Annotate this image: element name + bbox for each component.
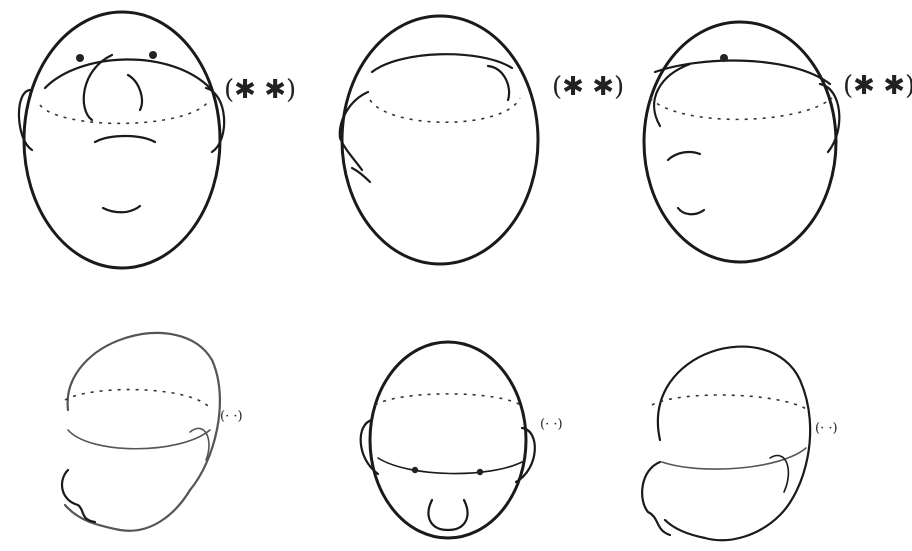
nose-profile	[62, 470, 95, 522]
head-three-quarter-down-left: (· ·)	[642, 347, 837, 541]
pose-label: (✱ ✱)	[843, 71, 912, 101]
head-profile-up: (✱ ✱)	[340, 16, 624, 264]
nose-shape	[429, 500, 468, 530]
equator-line	[40, 102, 208, 123]
head-three-quarter-down: (· ·)	[62, 333, 243, 531]
marker-dot	[720, 54, 728, 62]
head-band	[378, 458, 522, 474]
head-band	[68, 430, 210, 449]
pose-label: (✱ ✱)	[552, 72, 624, 102]
head-front-down: (· ·)	[361, 342, 563, 538]
marker-dot	[412, 467, 418, 473]
head-outline	[65, 333, 220, 531]
head-outline	[658, 347, 810, 541]
equator-line	[65, 390, 210, 408]
head-three-quarter-up: (✱ ✱)	[644, 22, 912, 262]
equator-line	[652, 395, 808, 410]
brow-line	[668, 152, 700, 160]
head-outline	[370, 342, 526, 538]
mouth-line	[678, 208, 704, 214]
marker-dot	[477, 469, 483, 475]
pose-label: (· ·)	[540, 417, 563, 432]
pose-label: (✱ ✱)	[224, 75, 296, 105]
nose-right-edge	[128, 75, 142, 110]
nose-edge	[654, 64, 690, 126]
head-band	[372, 54, 512, 72]
head-outline	[24, 12, 220, 268]
head-front-up: (✱ ✱)	[19, 12, 296, 268]
pose-label: (· ·)	[815, 421, 838, 436]
equator-line	[650, 98, 832, 119]
mouth-line	[103, 206, 140, 212]
head-band	[655, 61, 830, 84]
marker-dot	[76, 54, 84, 62]
head-band	[45, 59, 210, 88]
pose-label: (· ·)	[220, 409, 243, 424]
ear	[190, 428, 209, 460]
marker-dot	[149, 51, 157, 59]
ear	[488, 66, 509, 100]
nose-profile	[642, 462, 670, 535]
brow-line	[95, 136, 155, 142]
equator-line	[370, 98, 520, 122]
equator-line	[375, 394, 522, 406]
head-outline	[644, 22, 836, 262]
